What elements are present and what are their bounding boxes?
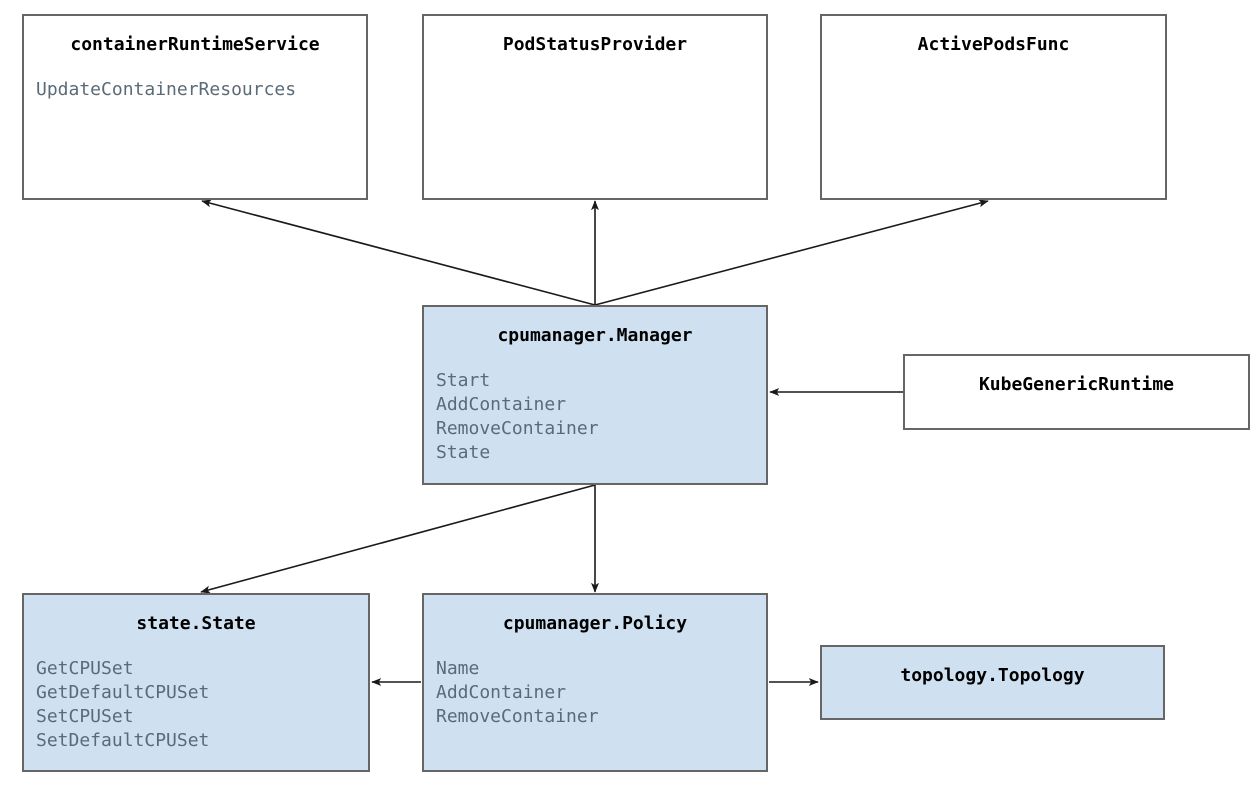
node-member: RemoveContainer — [436, 706, 599, 727]
node-title: state.State — [136, 613, 256, 634]
node-topology-topology[interactable]: topology.Topology — [820, 645, 1165, 720]
node-member: UpdateContainerResources — [36, 79, 297, 100]
node-title: topology.Topology — [900, 665, 1085, 686]
node-title: cpumanager.Policy — [502, 613, 688, 634]
node-member: Start — [436, 370, 491, 391]
node-title: ActivePodsFunc — [917, 34, 1070, 55]
node-member: GetCPUSet — [36, 658, 134, 679]
node-active-pods-func[interactable]: ActivePodsFunc — [820, 14, 1167, 200]
node-member: AddContainer — [436, 682, 567, 703]
node-title: containerRuntimeService — [70, 34, 320, 55]
node-member: SetDefaultCPUSet — [36, 730, 210, 751]
node-member: SetCPUSet — [36, 706, 134, 727]
node-member: Name — [436, 658, 480, 679]
node-member-list: UpdateContainerResources — [24, 78, 366, 102]
node-title: KubeGenericRuntime — [978, 374, 1175, 395]
node-member: RemoveContainer — [436, 418, 599, 439]
node-title: PodStatusProvider — [502, 34, 688, 55]
edge-manager-to-active-pods-func — [594, 199, 989, 306]
edge-manager-to-container-runtime-service — [201, 199, 596, 306]
node-pod-status-provider[interactable]: PodStatusProvider — [422, 14, 768, 200]
node-kube-generic-runtime[interactable]: KubeGenericRuntime — [903, 354, 1250, 430]
node-member: GetDefaultCPUSet — [36, 682, 210, 703]
node-title: cpumanager.Manager — [497, 325, 693, 346]
node-member: State — [436, 442, 491, 463]
edge-manager-to-state-state — [200, 484, 596, 594]
node-member: AddContainer — [436, 394, 567, 415]
